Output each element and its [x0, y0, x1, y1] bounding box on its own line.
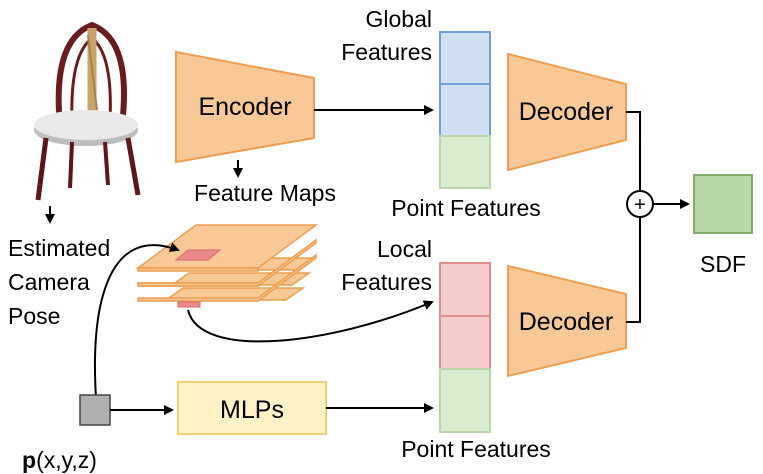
local-feature-cell-2	[439, 315, 491, 370]
encoder-block	[175, 50, 315, 164]
estimated-label-2: Camera	[8, 269, 90, 295]
decoder-top-label: Decoder	[519, 98, 614, 126]
arrow-point-to-featuremaps	[94, 242, 180, 399]
arrow-featuremaps-to-local	[187, 300, 434, 343]
chair-icon	[34, 21, 141, 201]
local-feature-cell-1	[439, 262, 491, 317]
encoder-label: Encoder	[198, 93, 291, 121]
query-point-square	[79, 394, 111, 426]
local-features-label-2: Features	[341, 269, 432, 295]
decoder-top-block	[507, 52, 627, 172]
sum-symbol: +	[634, 194, 646, 216]
line-decoder-top-to-sum	[626, 111, 641, 190]
line-decoder-bottom-to-sum	[626, 218, 641, 323]
global-feature-cell-1	[439, 31, 491, 85]
local-features-label-1: Local	[377, 236, 432, 262]
point-features-label-top: Point Features	[391, 195, 541, 221]
decoder-bottom-block	[507, 264, 627, 378]
point-feature-cell-bottom	[439, 368, 491, 433]
mlps-label: MLPs	[220, 396, 284, 424]
mlps-block	[177, 381, 327, 435]
estimated-label-1: Estimated	[8, 235, 110, 261]
featuremap-highlight-patch	[174, 249, 222, 261]
point-features-label-bottom: Point Features	[401, 436, 551, 462]
global-feature-cell-2	[439, 83, 491, 137]
query-point-label: p(x,y,z)	[22, 447, 97, 473]
global-features-label-2: Features	[341, 39, 432, 65]
sdf-label: SDF	[700, 251, 746, 277]
feature-maps-stack	[135, 224, 319, 308]
feature-maps-label: Feature Maps	[194, 180, 336, 206]
decoder-bottom-label: Decoder	[519, 308, 614, 336]
sdf-block	[693, 174, 753, 234]
point-feature-cell-top	[439, 135, 491, 189]
global-features-label-1: Global	[366, 6, 432, 32]
estimated-label-3: Pose	[8, 303, 60, 329]
